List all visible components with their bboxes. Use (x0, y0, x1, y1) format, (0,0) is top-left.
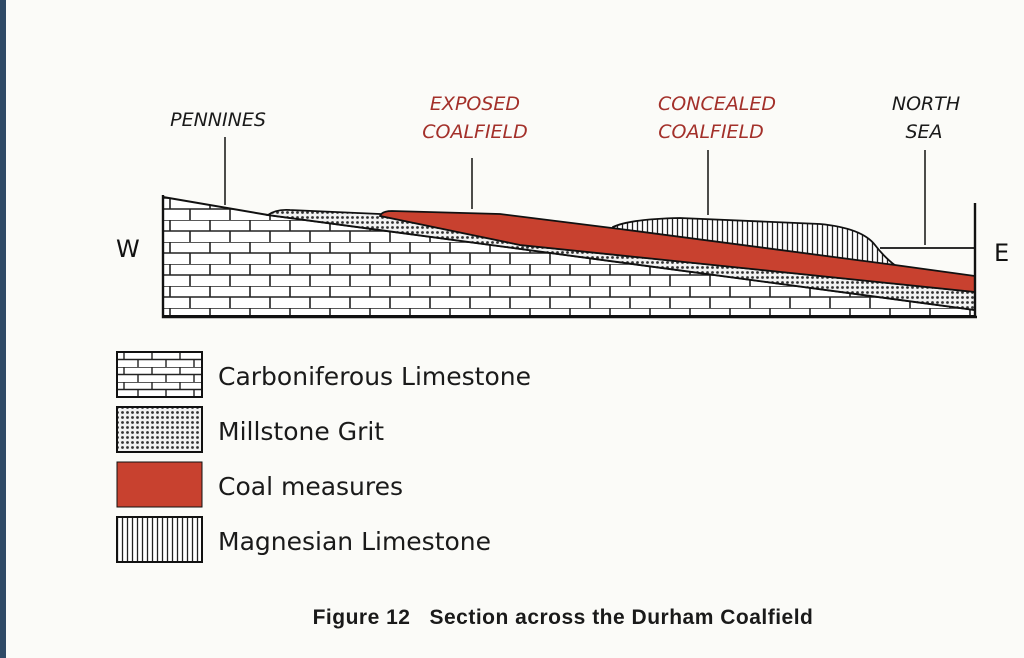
legend-label-magnesian: Magnesian Limestone (218, 527, 491, 556)
figure-caption: Figure 12 Section across the Durham Coal… (313, 606, 814, 629)
legend-label-coal: Coal measures (218, 472, 403, 501)
legend-swatch-limestone (116, 351, 203, 398)
label-concealed-2: COALFIELD (658, 121, 764, 143)
legend-swatch-grit (116, 406, 203, 453)
label-sea: SEA (905, 121, 942, 143)
legend-swatch-magnesian (116, 516, 203, 563)
label-east: E (994, 239, 1009, 267)
page-edge (0, 0, 6, 658)
label-north: NORTH (892, 93, 960, 115)
label-west: W (116, 235, 140, 263)
label-exposed-1: EXPOSED (430, 93, 520, 115)
legend-label-limestone: Carboniferous Limestone (218, 362, 531, 391)
label-pennines: PENNINES (170, 109, 266, 131)
legend: Carboniferous Limestone Millstone Grit C… (116, 351, 531, 563)
legend-swatch-coal (116, 461, 203, 508)
magnesian-limestone-layer (612, 217, 900, 268)
legend-label-grit: Millstone Grit (218, 417, 384, 446)
label-exposed-2: COALFIELD (422, 121, 528, 143)
label-concealed-1: CONCEALED (658, 93, 776, 115)
section-frame (161, 195, 977, 319)
